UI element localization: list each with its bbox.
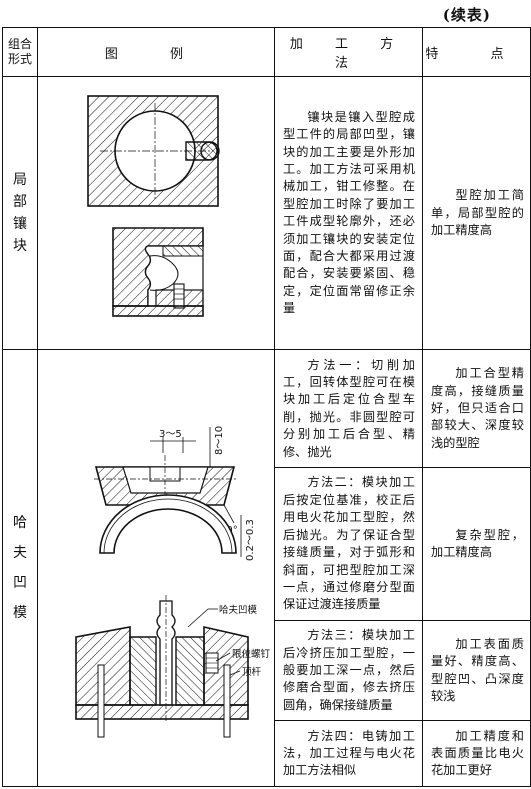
header-row: 组合形式 图 例 加 工 方 法 特 点: [2, 26, 531, 78]
dim-8-10: 8～10: [214, 426, 225, 455]
dim-0.2-0.3: 0.2～0.3: [245, 519, 256, 561]
feature-half-die-3: 加工表面质量好、精度高、型腔凹、凸深度较浅: [422, 620, 531, 722]
method-local-inlay: 镶块是镶入型腔成型工件的局部凹型，镶块的加工主要是外形加工。加工方法可采用机械加…: [274, 76, 423, 351]
row-half-die-method4: 方法四：电铸加工法，加工过程与电火花加工方法相似 加工精度和表面质量比电火花加工…: [3, 720, 531, 787]
half-die-drawing: 3～5 8～10 10°: [75, 426, 271, 738]
half-die-section: 10°: [94, 455, 238, 536]
row-half-die-method2: 方法二：模块加工后按定位基准，校正后用电火花加工型腔，然后抛光。为了保证合型接缝…: [3, 467, 531, 622]
row-half-die-method3: 方法三：模块加工后冷挤压加工型腔，一般要加工深一点，然后修磨合型面，修去挤压圆角…: [3, 620, 531, 722]
continuation-label: (续表): [442, 6, 491, 24]
header-figure: 图 例: [37, 26, 275, 78]
header-method: 加 工 方 法: [274, 26, 423, 78]
label-ejector: 顶杆: [242, 666, 262, 678]
method-half-die-3: 方法三：模块加工后冷挤压加工型腔，一般要加工深一点，然后修磨合型面，修去挤压圆角…: [274, 620, 423, 722]
inlay-top-view: [87, 95, 220, 208]
feature-half-die-4: 加工精度和表面质量比电火花加工更好: [422, 720, 531, 787]
header-features: 特 点: [422, 26, 531, 78]
figure-half-die: 3～5 8～10 10°: [37, 349, 275, 787]
half-die-dimensions: 3～5 8～10: [150, 426, 225, 468]
half-die-assembly: 哈夫凹模 限位螺钉 顶杆: [75, 595, 271, 738]
half-die-arch: 0.2～0.3: [99, 494, 256, 561]
row-name-local-inlay: 局 部 镶 块: [2, 76, 38, 351]
dim-3-5: 3～5: [159, 429, 182, 440]
method-half-die-1: 方法一：切削加工，回转体型腔可在模块加工后定位合型车削，抛光。非圆型腔可分别加工…: [274, 349, 423, 469]
row-half-die-method1: 哈 夫 凹 模 3～5 8～10: [2, 349, 531, 787]
figure-local-inlay: [37, 76, 275, 351]
header-combo-form: 组合形式: [2, 26, 38, 78]
row-name-half-die: 哈 夫 凹 模: [2, 349, 38, 787]
inlay-drawing: [87, 95, 220, 318]
label-limit-screw: 限位螺钉: [232, 648, 271, 660]
row-local-inlay: 局 部 镶 块: [2, 76, 531, 351]
feature-half-die-2: 复杂型腔，加工精度高: [422, 467, 531, 622]
inlay-section-view: [112, 227, 204, 318]
method-half-die-4: 方法四：电铸加工法，加工过程与电火花加工方法相似: [274, 720, 423, 787]
process-table: 组合形式 图 例 加 工 方 法 特 点 局 部 镶 块: [2, 26, 531, 787]
feature-half-die-1: 加工合型精度高，接缝质量好，但只适合口部较大、深度较浅的型腔: [422, 349, 531, 469]
feature-local-inlay: 型腔加工简单，局部型腔的加工精度高: [422, 76, 531, 351]
method-half-die-2: 方法二：模块加工后按定位基准，校正后用电火花加工型腔，然后抛光。为了保证合型接缝…: [274, 467, 423, 622]
label-half-die: 哈夫凹模: [219, 604, 258, 616]
